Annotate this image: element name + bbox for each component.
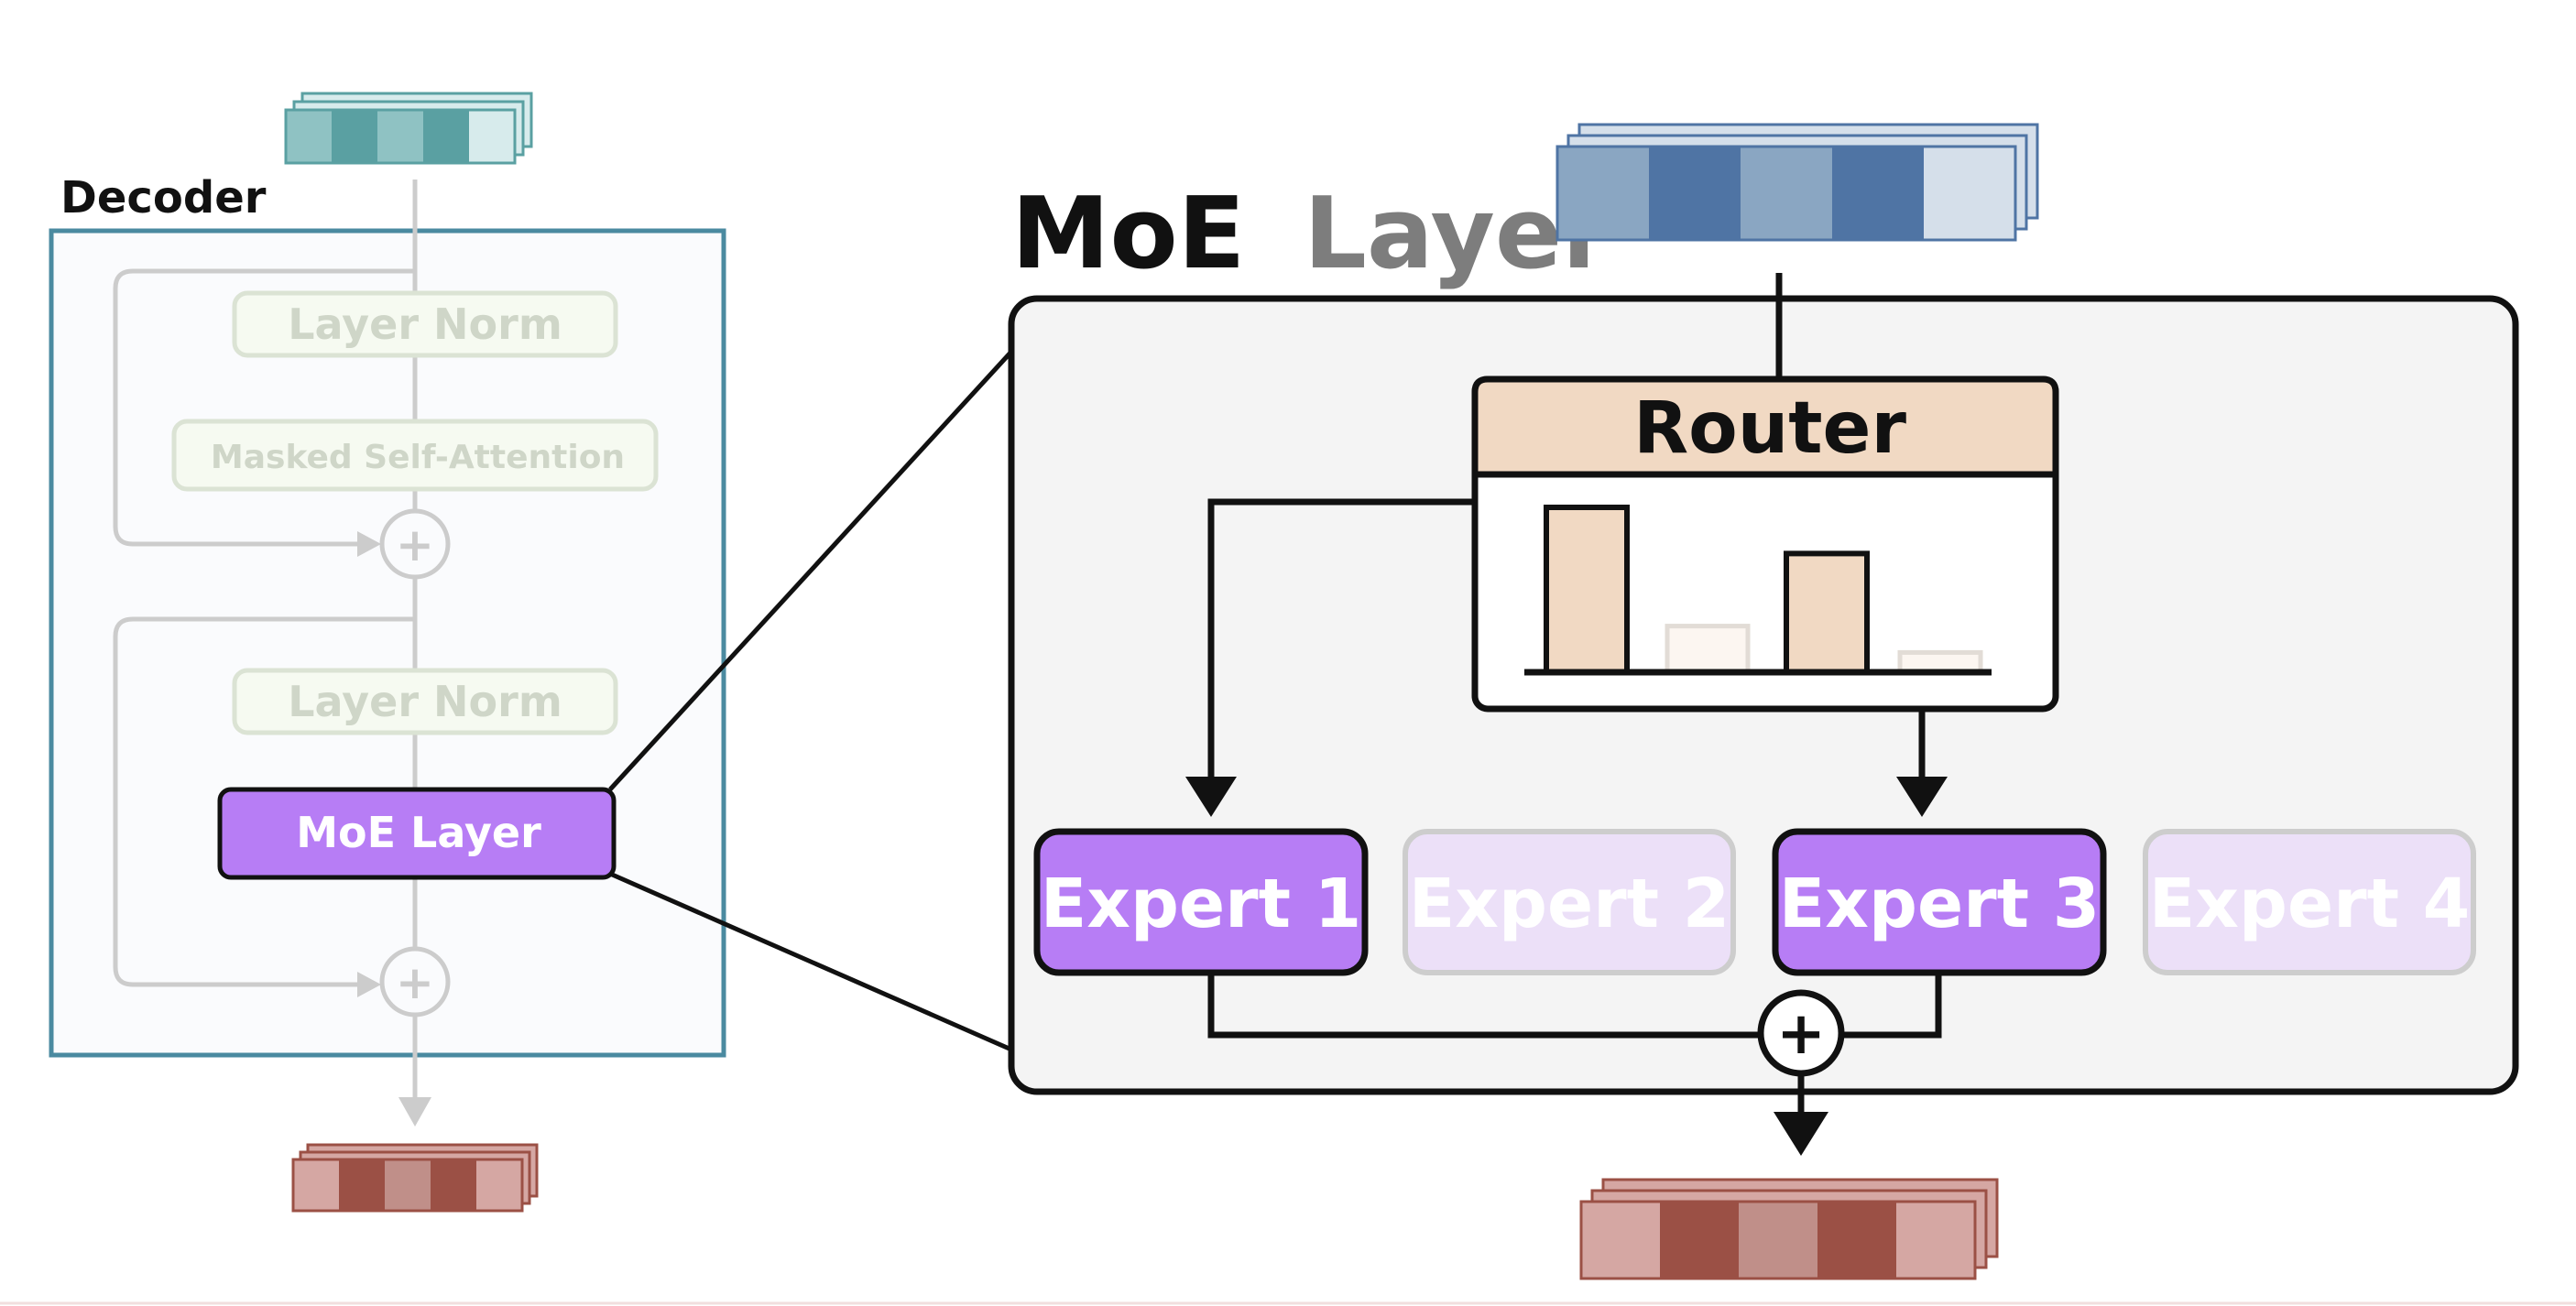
- red-token-large-cell: [1896, 1202, 1975, 1279]
- moe-add-node-symbol: +: [1776, 1000, 1826, 1068]
- moe-input-tokens: [1555, 123, 2039, 242]
- combine-line-expert-1: [1207, 971, 1761, 1039]
- red-token-large-cell: [1581, 1202, 1660, 1279]
- teal-token-cell: [469, 110, 515, 163]
- layer-norm-top-box: [232, 290, 618, 358]
- expert-3: Expert 3: [1772, 828, 2107, 976]
- red-token-large-cell: [1739, 1202, 1817, 1279]
- blue-token-cell: [1649, 147, 1741, 240]
- combine-line-expert-3: [1841, 971, 1942, 1039]
- red-token-large-cell: [1660, 1202, 1739, 1279]
- router-label: Router: [1633, 387, 1906, 470]
- red-token-small-cell: [339, 1159, 385, 1211]
- expert-1-label: Expert 1: [1041, 865, 1362, 943]
- decoder-input-tokens: [284, 92, 533, 165]
- red-token-small-cell: [431, 1159, 476, 1211]
- moe-output-tokens: [1579, 1178, 1999, 1280]
- decoder-title: Decoder: [60, 172, 267, 223]
- masked-self-attention-label: Masked Self-Attention: [211, 439, 625, 476]
- blue-token-cell: [1557, 147, 1649, 240]
- teal-token-cell: [377, 110, 423, 163]
- expert-3-label: Expert 3: [1779, 865, 2101, 943]
- experts-row: Expert 1 Expert 2 Expert 3 Expert 4: [1033, 828, 2476, 976]
- residual-arrowhead-1: [357, 531, 381, 557]
- expert-2-box: [1403, 829, 1736, 975]
- blue-token-cell: [1832, 147, 1924, 240]
- teal-token-cell: [286, 110, 332, 163]
- teal-token-cell: [332, 110, 377, 163]
- add-node-2-symbol: +: [396, 956, 434, 1009]
- layer-norm-bottom-box: [232, 668, 618, 735]
- decoder-output-arrow: [398, 1097, 431, 1126]
- residual-arrowhead-2: [357, 972, 381, 997]
- add-node-1: [379, 508, 451, 580]
- expert-1-box: [1033, 828, 1369, 976]
- add-node-1-symbol: +: [396, 518, 434, 571]
- decoder-frame: [49, 228, 726, 1058]
- decoder-output-tokens: [291, 1143, 539, 1213]
- router-bar: [1544, 505, 1630, 675]
- route-to-expert-3-arrowhead: [1896, 777, 1948, 817]
- blue-token-outline: [1555, 145, 2017, 242]
- teal-token-outline: [284, 108, 517, 165]
- route-to-expert-1: [1207, 498, 1475, 784]
- residual-connection-1: [113, 268, 415, 547]
- expert-4: Expert 4: [2143, 829, 2476, 975]
- decoder-block: Decoder Layer Norm Masked Self-Attention…: [49, 92, 726, 1213]
- red-token-small-cell: [385, 1159, 431, 1211]
- red-token-small-outline: [291, 1158, 524, 1213]
- expert-2: Expert 2: [1403, 829, 1736, 975]
- decoder-moe-layer-label: MoE Layer: [296, 808, 541, 857]
- red-token-large-outline: [1579, 1200, 1977, 1280]
- layer-norm-top-label: Layer Norm: [288, 299, 562, 349]
- blue-token-cell: [1741, 147, 1832, 240]
- expert-4-label: Expert 4: [2149, 865, 2471, 943]
- expert-2-label: Expert 2: [1409, 865, 1730, 943]
- moe-title: MoE Layer: [1011, 177, 1610, 291]
- add-node-2: [379, 946, 451, 1018]
- red-token-small-cell: [476, 1159, 522, 1211]
- red-token-large-cell: [1817, 1202, 1896, 1279]
- layer-norm-bottom-label: Layer Norm: [288, 677, 562, 726]
- router-probability-bars: [1544, 505, 1983, 676]
- masked-self-attention-box: [171, 419, 659, 492]
- expert-1: Expert 1: [1033, 828, 1369, 976]
- zoom-line-bottom: [608, 871, 1013, 1052]
- router-bar: [1784, 550, 1870, 676]
- moe-output-arrowhead: [1774, 1112, 1828, 1156]
- red-token-small-cell: [293, 1159, 339, 1211]
- decoder-moe-layer-box: [217, 787, 617, 880]
- route-to-expert-1-arrowhead: [1185, 777, 1237, 817]
- teal-token-cell: [423, 110, 469, 163]
- residual-connection-2: [113, 616, 415, 987]
- router-bar: [1665, 624, 1751, 675]
- moe-title-bold: MoE: [1011, 177, 1245, 291]
- blue-token-cell: [1924, 147, 2015, 240]
- zoom-line-top: [608, 350, 1013, 791]
- expert-4-box: [2143, 829, 2476, 975]
- router-header: [1471, 375, 2059, 478]
